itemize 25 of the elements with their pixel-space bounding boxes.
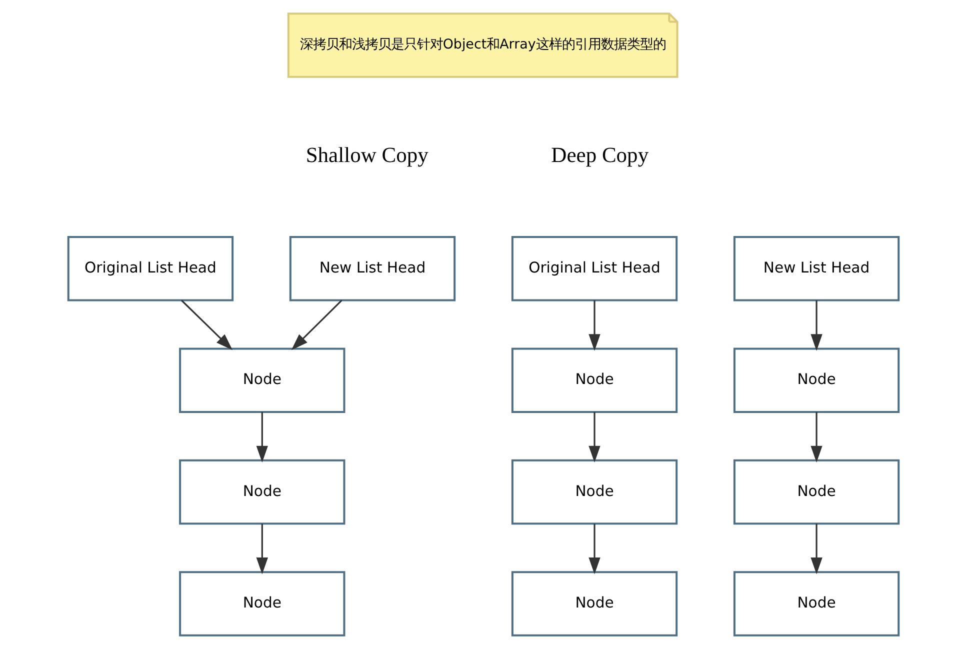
arrow [810,412,822,463]
label: Deep Copy [550,143,648,168]
node-box: Node [178,571,345,636]
node-box: Node [510,348,678,413]
node-box: Node [732,459,900,525]
arrow [256,412,268,463]
node-box: Original List Head [510,236,678,302]
arrow [290,300,342,350]
node-box: Original List Head [66,236,234,302]
arrow [588,412,600,463]
node-box: New List Head [288,236,456,302]
arrow [588,524,600,574]
node-box: Node [732,348,900,413]
arrow [810,524,822,574]
arrow [810,300,822,351]
node-box: Node [510,571,678,636]
label: Shallow Copy [305,143,428,168]
node-box: Node [178,348,345,413]
node-box: Node [510,459,678,525]
arrow [256,524,268,574]
node-box: Node [732,571,900,636]
arrow [588,300,600,351]
node-box: New List Head [732,236,900,302]
arrow [180,300,232,350]
node-box: Node [178,459,345,525]
